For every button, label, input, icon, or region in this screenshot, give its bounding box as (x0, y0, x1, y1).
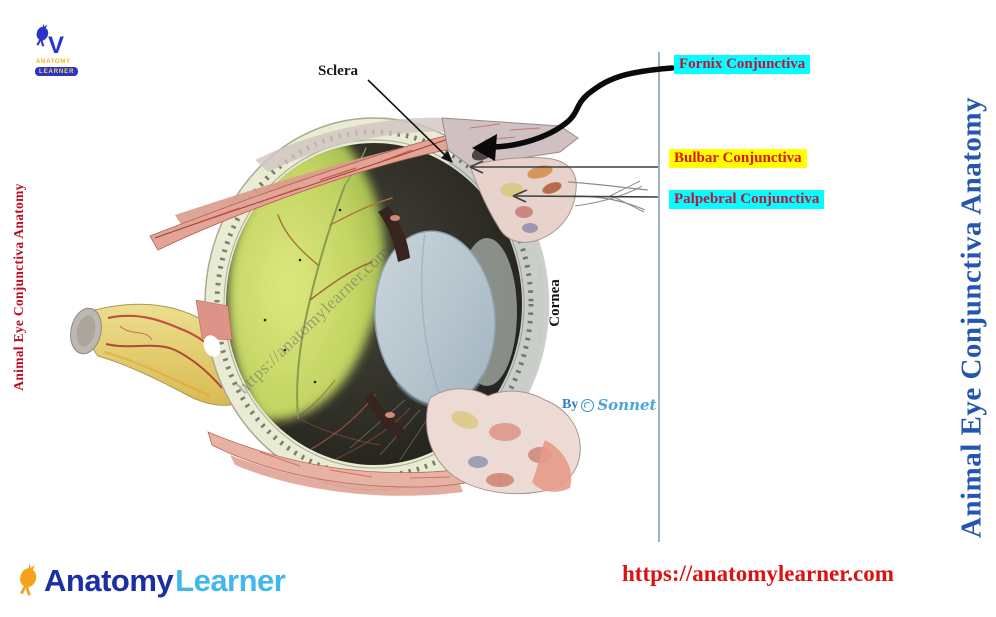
label-column-divider (658, 52, 660, 542)
vitreous-chamber (226, 143, 522, 465)
upper-muscles (149, 131, 469, 251)
fornix-region (441, 117, 579, 167)
fornix-conjunctiva-label: Fornix Conjunctiva (674, 55, 811, 74)
iris-ciliary (365, 206, 410, 438)
tenons-capsule (255, 117, 448, 172)
eyeball-sclera (204, 117, 550, 491)
eyelash-lines (567, 180, 649, 213)
bulbar-pointer (469, 160, 658, 174)
sonnet-icon (581, 398, 595, 412)
tapetum-fundus (227, 143, 517, 463)
deer-icon (16, 558, 42, 604)
fornix-arrow (472, 65, 675, 161)
credit-name-text: Sonnet (597, 396, 657, 414)
palpebral-conjunctiva-label: Palpebral Conjunctiva (669, 190, 825, 209)
lower-muscles (207, 431, 539, 496)
optic-nerve (70, 303, 245, 406)
top-logo: V ANATOMY LEARNER (33, 22, 87, 80)
website-url: https://anatomylearner.com (622, 561, 894, 586)
logo-monogram: V (48, 32, 65, 59)
watermark-text: https://anatomylearner.com (233, 241, 394, 398)
junction-tissue (195, 299, 233, 341)
bottom-logo-anatomy-text: Anatomy (44, 563, 174, 598)
upper-eyelid (469, 157, 577, 243)
bottom-logo-learner-text: Learner (175, 563, 286, 598)
left-vertical-title: Animal Eye Conjunctiva Anatomy (11, 183, 26, 391)
credit-line: By Sonnet (562, 396, 656, 414)
right-vertical-title: Animal Eye Conjunctiva Anatomy (955, 96, 988, 539)
cornea-label: Cornea (547, 279, 563, 327)
credit-by-text: By (562, 397, 579, 412)
cornea-shape (448, 139, 550, 469)
top-logo-learner-badge: LEARNER (35, 67, 79, 76)
lower-eyelid (426, 388, 581, 495)
junction-notch (203, 335, 221, 357)
top-logo-anatomy-text: ANATOMY (36, 59, 71, 65)
palpebral-pointer (512, 189, 659, 203)
sclera-label: Sclera (318, 63, 358, 79)
bulbar-conjunctiva-label: Bulbar Conjunctiva (669, 149, 807, 168)
sclera-arrow (367, 79, 453, 163)
